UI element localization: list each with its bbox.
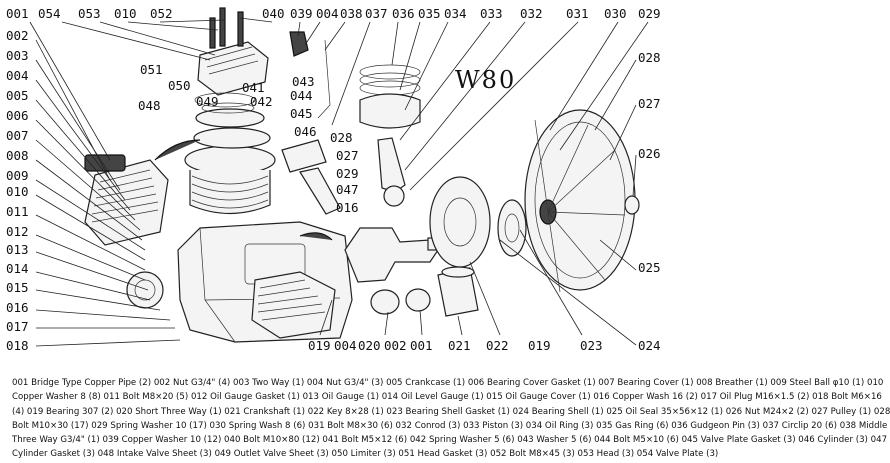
part-label-049: 049 [196, 94, 219, 109]
part-label-048: 048 [138, 98, 161, 113]
legend-line: Bolt M10×30 (17) 029 Spring Washer 10 (1… [12, 420, 888, 431]
part-label-011: 011 [6, 204, 29, 219]
parts-illustration [84, 7, 640, 343]
part-label-019: 019 [308, 338, 331, 353]
part-label-004: 004 [316, 6, 339, 21]
part-label-040: 040 [262, 6, 285, 21]
part-label-030: 030 [604, 6, 627, 21]
part-label-029: 029 [638, 6, 661, 21]
part-label-009: 009 [6, 168, 29, 183]
middle-three-way [289, 31, 309, 57]
part-label-047: 047 [336, 182, 359, 197]
center-piston [281, 139, 327, 173]
part-label-002: 002 [384, 338, 407, 353]
part-label-001: 001 [410, 338, 433, 353]
parts-legend: 001 Bridge Type Copper Pipe (2) 002 Nut … [12, 376, 890, 462]
part-label-013: 013 [6, 242, 29, 257]
legend-line: Three Way G3/4" (1) 039 Copper Washer 10… [12, 435, 888, 446]
part-label-018: 018 [6, 338, 29, 353]
center-cylinder [184, 108, 276, 215]
part-label-020: 020 [358, 338, 381, 353]
right-labels: 028 027 026 025 024 [638, 50, 661, 353]
part-label-038: 038 [340, 6, 363, 21]
part-label-034: 034 [444, 6, 467, 21]
right-cylinder-head [251, 271, 336, 339]
nut-m24 [624, 195, 640, 215]
part-label-050: 050 [168, 78, 191, 93]
part-label-007: 007 [6, 128, 29, 143]
legend-line: Copper Washer 8 (8) 011 Bolt M8×20 (5) 0… [12, 392, 882, 403]
part-label-021: 021 [448, 338, 471, 353]
part-label-028: 028 [330, 130, 353, 145]
part-label-010: 010 [6, 184, 29, 199]
part-label-026: 026 [638, 146, 661, 161]
part-label-027: 027 [336, 148, 359, 163]
part-label-002: 002 [6, 28, 29, 43]
part-label-032: 032 [520, 6, 543, 21]
part-label-024: 024 [638, 338, 661, 353]
legend-line: Cylinder Gasket (3) 048 Intake Valve She… [12, 449, 719, 460]
part-label-016: 016 [6, 300, 29, 315]
bearing-cover [429, 176, 527, 268]
part-label-010: 010 [114, 6, 137, 21]
part-label-006: 006 [6, 108, 29, 123]
part-label-041: 041 [242, 80, 265, 95]
part-label-042: 042 [250, 94, 273, 109]
part-label-004: 004 [6, 68, 29, 83]
part-label-039: 039 [290, 6, 313, 21]
part-label-023: 023 [580, 338, 603, 353]
part-label-045: 045 [290, 106, 313, 121]
part-label-022: 022 [486, 338, 509, 353]
part-label-043: 043 [292, 74, 315, 89]
part-label-016: 016 [336, 200, 359, 215]
part-label-046: 046 [294, 124, 317, 139]
part-label-012: 012 [6, 224, 29, 239]
part-label-019: 019 [528, 338, 551, 353]
part-label-044: 044 [290, 88, 313, 103]
part-label-028: 028 [638, 50, 661, 65]
part-label-014: 014 [6, 261, 29, 276]
part-label-054: 054 [38, 6, 61, 21]
part-label-015: 015 [6, 280, 29, 295]
exploded-parts-diagram: W80 [6, 6, 661, 353]
part-label-052: 052 [150, 6, 173, 21]
part-label-001: 001 [6, 6, 29, 21]
part-label-004: 004 [334, 338, 357, 353]
part-label-031: 031 [566, 6, 589, 21]
part-label-051: 051 [140, 62, 163, 77]
part-label-025: 025 [638, 260, 661, 275]
part-label-035: 035 [418, 6, 441, 21]
leader-lines [29, 17, 649, 347]
part-label-003: 003 [6, 48, 29, 63]
legend-line: (4) 019 Bearing 307 (2) 020 Short Three … [12, 406, 890, 417]
legend-line: 001 Bridge Type Copper Pipe (2) 002 Nut … [12, 378, 884, 388]
part-label-033: 033 [480, 6, 503, 21]
conrod [377, 137, 406, 193]
piston-rings [359, 64, 421, 129]
part-label-037: 037 [365, 6, 388, 21]
pulley [524, 109, 636, 293]
part-label-029: 029 [336, 166, 359, 181]
part-label-053: 053 [78, 6, 101, 21]
part-label-017: 017 [6, 319, 29, 334]
model-label: W80 [455, 66, 516, 94]
part-label-036: 036 [392, 6, 415, 21]
part-label-005: 005 [6, 88, 29, 103]
part-label-008: 008 [6, 148, 29, 163]
top-head [197, 7, 269, 96]
part-label-027: 027 [638, 96, 661, 111]
